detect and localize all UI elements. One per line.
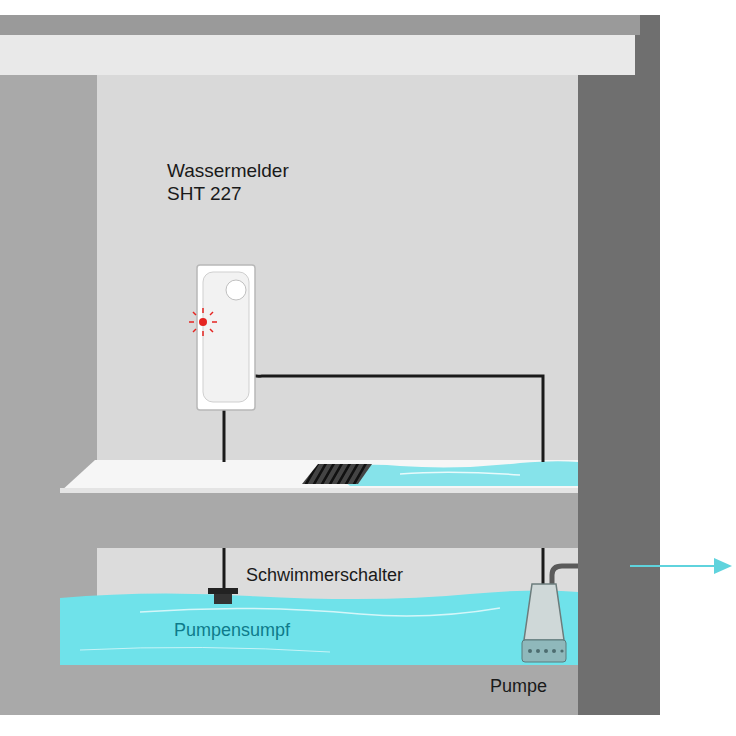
detector-front (203, 272, 249, 402)
float-wire (223, 410, 226, 462)
water-ripple (80, 647, 330, 652)
floor-slab (60, 460, 578, 492)
ceiling-slab (0, 35, 635, 75)
pump (524, 584, 564, 640)
water-detector (197, 265, 255, 410)
pump-cable (542, 548, 545, 584)
outlet-flow (630, 565, 716, 567)
wall-body (0, 75, 578, 715)
part-label: Wassermelder SHT 227 (167, 160, 307, 206)
water-ripple (400, 472, 520, 475)
float-switch-bar (208, 588, 238, 594)
water-ripple (140, 608, 500, 616)
sump-water (60, 590, 578, 665)
floor-drain (302, 464, 372, 484)
part-label: Schwimmerschalter (246, 565, 403, 587)
roof-edge (0, 15, 640, 35)
sensor-cable (234, 286, 543, 462)
part-label: Pumpensumpf (174, 620, 290, 642)
part-label: Pumpe (490, 676, 547, 698)
outlet-arrowhead (714, 558, 732, 574)
right-wall (578, 15, 660, 715)
float-switch (214, 594, 232, 604)
detector-button (226, 280, 246, 300)
pump-base (522, 640, 566, 662)
alarm-rays (189, 308, 217, 336)
float-wire (223, 548, 226, 590)
floor-edge (60, 488, 578, 493)
alarm-led (199, 318, 207, 326)
outer-wall (0, 15, 660, 715)
pump-inlet-holes (528, 649, 564, 653)
room (97, 75, 578, 470)
pump-hose (552, 566, 578, 586)
